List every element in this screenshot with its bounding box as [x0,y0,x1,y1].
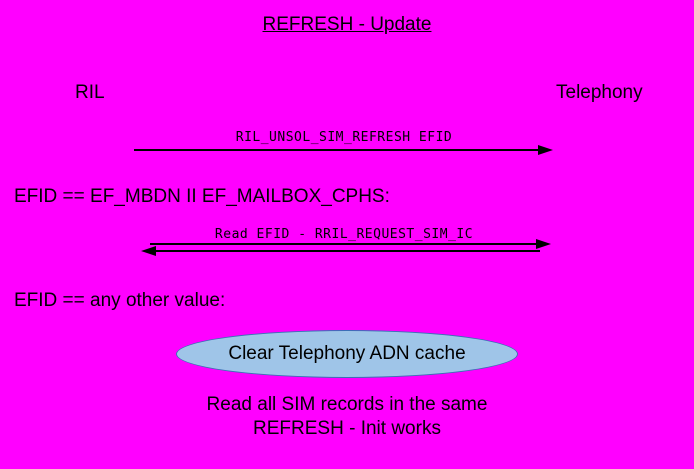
clear-cache-label: Clear Telephony ADN cache [228,343,466,364]
double-arrow-icon [141,239,551,256]
condition-mbdn-mailbox: EFID == EF_MBDN II EF_MAILBOX_CPHS: [14,186,390,207]
message-1-label: RIL_UNSOL_SIM_REFRESH EFID [235,130,453,145]
actor-ril-label: RIL [75,82,105,103]
actor-telephony-label: Telephony [556,82,643,103]
diagram-title: REFRESH - Update [262,14,432,35]
condition-any-other-value: EFID == any other value: [14,290,226,311]
footnote: Read all SIM records in the same REFRESH… [0,393,694,441]
footnote-line-2: REFRESH - Init works [253,418,441,439]
clear-cache-ellipse: Clear Telephony ADN cache [176,330,518,378]
footnote-line-1: Read all SIM records in the same [206,394,488,415]
right-arrow-icon [134,145,553,155]
message-2-label: Read EFID - RRIL_REQUEST_SIM_IC [214,227,474,242]
